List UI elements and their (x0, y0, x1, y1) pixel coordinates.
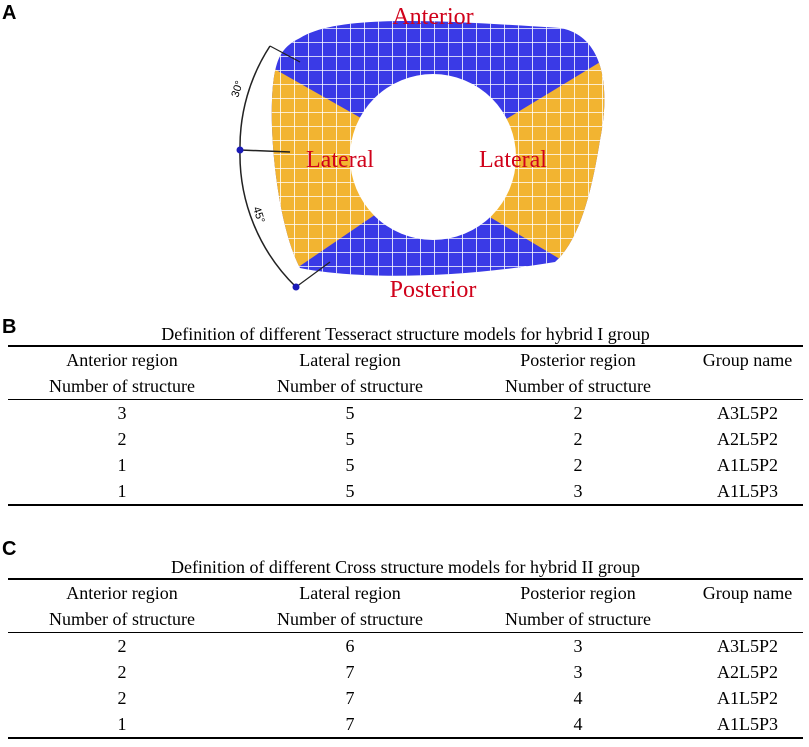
angle-label-45: 45° (250, 205, 267, 225)
table-cell: 6 (345, 636, 355, 656)
cage-cross-section-figure: 30° 45° Anterior Lateral Lateral Posteri… (229, 4, 605, 303)
table-cell: A2L5P2 (716, 429, 778, 449)
table-b-subheader: Number of structure (464, 373, 692, 400)
table-b-header: Posterior region (464, 345, 692, 373)
table-cell: 2 (117, 636, 127, 656)
table-cell: 1 (8, 711, 236, 739)
table-cell: 4 (464, 711, 692, 739)
table-row: 2 7 3 A2L5P2 (8, 659, 803, 685)
table-cell: 7 (345, 688, 355, 708)
table-row: 1 7 4 A1L5P3 (8, 711, 803, 739)
arc-point-mid (236, 146, 244, 154)
table-cell: 2 (117, 688, 127, 708)
panel-label-c: C (2, 538, 17, 560)
table-c-block: Definition of different Cross structure … (8, 556, 803, 739)
panel-label-b: B (2, 316, 17, 338)
table-b-header: Anterior region (8, 345, 236, 373)
table-cell: 2 (117, 429, 127, 449)
table-cell: 2 (117, 662, 127, 682)
table-b: Anterior region Lateral region Posterior… (8, 345, 803, 506)
table-c-header: Posterior region (464, 578, 692, 606)
central-opening (350, 74, 516, 240)
table-c-subheader: Number of structure (236, 606, 464, 633)
table-c: Anterior region Lateral region Posterior… (8, 578, 803, 739)
table-row: 2 6 3 A3L5P2 (8, 633, 803, 660)
table-row: 2 5 2 A2L5P2 (8, 426, 803, 452)
table-cell: 3 (464, 478, 692, 506)
table-cell: 7 (345, 662, 355, 682)
table-row: 2 7 4 A1L5P2 (8, 685, 803, 711)
table-cell: A1L5P3 (692, 711, 803, 739)
table-row: 3 5 2 A3L5P2 (8, 400, 803, 427)
table-c-subheader (692, 606, 803, 633)
table-c-subheader: Number of structure (464, 606, 692, 633)
table-cell: A1L5P2 (716, 455, 778, 475)
table-b-title: Definition of different Tesseract struct… (161, 324, 650, 344)
label-lateral-right: Lateral (479, 147, 547, 173)
table-c-header: Group name (692, 578, 803, 606)
table-cell: 3 (573, 662, 583, 682)
table-cell: A1L5P3 (692, 478, 803, 506)
table-b-subheader: Number of structure (236, 373, 464, 400)
table-cell: 5 (345, 429, 355, 449)
arc-point-bottom (292, 283, 300, 291)
table-row: 1 5 3 A1L5P3 (8, 478, 803, 506)
table-c-subheader: Number of structure (8, 606, 236, 633)
label-posterior: Posterior (390, 277, 477, 303)
table-b-block: Definition of different Tesseract struct… (8, 323, 803, 506)
panel-label-a: A (2, 2, 17, 24)
table-b-header: Group name (692, 345, 803, 373)
table-cell: A3L5P2 (716, 636, 778, 656)
table-b-header: Lateral region (236, 345, 464, 373)
table-c-header: Lateral region (236, 578, 464, 606)
table-cell: A2L5P2 (716, 662, 778, 682)
table-c-header: Anterior region (8, 578, 236, 606)
angle-arc (239, 45, 297, 288)
table-cell: 3 (117, 403, 127, 423)
table-cell: A3L5P2 (716, 403, 778, 423)
table-cell: 2 (573, 455, 583, 475)
table-cell: 2 (573, 429, 583, 449)
table-row: 1 5 2 A1L5P2 (8, 452, 803, 478)
table-cell: 1 (117, 455, 127, 475)
table-cell: 1 (8, 478, 236, 506)
table-c-title: Definition of different Cross structure … (170, 557, 641, 577)
table-cell: 3 (573, 636, 583, 656)
table-cell: 5 (345, 455, 355, 475)
angle-label-30: 30° (229, 79, 246, 99)
table-cell: 2 (573, 403, 583, 423)
table-cell: 5 (345, 403, 355, 423)
label-anterior: Anterior (392, 4, 473, 30)
table-b-subheader: Number of structure (8, 373, 236, 400)
table-cell: 4 (573, 688, 583, 708)
table-cell: 7 (236, 711, 464, 739)
table-cell: 5 (236, 478, 464, 506)
table-cell: A1L5P2 (716, 688, 778, 708)
table-b-subheader (692, 373, 803, 400)
label-lateral-left: Lateral (306, 147, 374, 173)
